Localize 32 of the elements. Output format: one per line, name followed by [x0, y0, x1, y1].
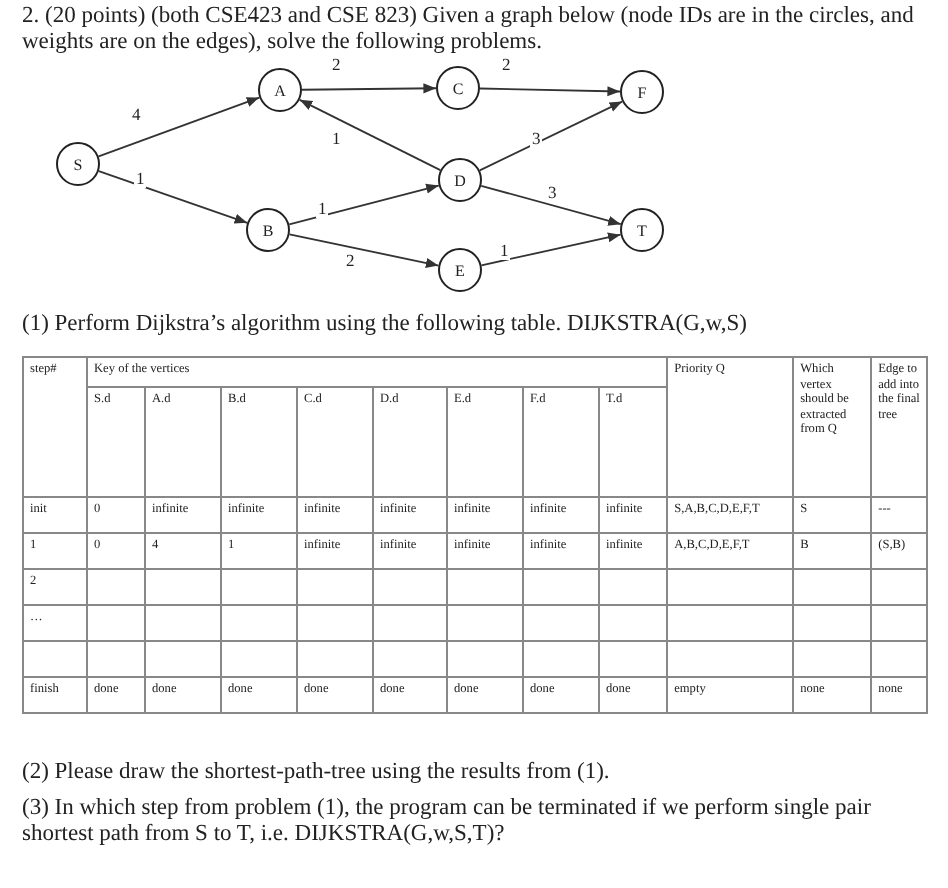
- edge-label: 2: [500, 56, 513, 74]
- edge-label: 1: [330, 130, 343, 148]
- node-circle: C: [436, 66, 480, 110]
- edge-label: 4: [130, 106, 143, 124]
- edge-label: 1: [498, 242, 511, 260]
- edge-label: 1: [134, 170, 147, 188]
- edge-label: 2: [344, 252, 357, 270]
- node-circle: A: [258, 68, 302, 112]
- heading-text: (1) Perform Dijkstra’s algorithm using the following table. DIJKSTRA(G,w,S): [22, 312, 749, 338]
- arrow: [480, 184, 622, 226]
- arrow: [298, 98, 442, 172]
- node-circle: D: [438, 158, 482, 202]
- arrow: [478, 100, 624, 172]
- arrow: [480, 232, 622, 267]
- question-text: (2) Please draw the shortest-path-tree using the results from (1).: [22, 760, 612, 786]
- arrow: [479, 86, 621, 97]
- question-text: 2. (20 points) (both CSE423 and CSE 823) Given a graph below (node IDs are in the circles, and weights are on the edges), solve the following problems.: [22, 4, 916, 56]
- edge-label: 3: [530, 130, 543, 148]
- edge-label: 1: [316, 200, 329, 218]
- node-circle: E: [438, 248, 482, 292]
- edge-label: 3: [546, 184, 559, 202]
- question-text: (3) In which step from problem (1), the program can be terminated if we perform single pair shortest path from S to T, i.e. DIJKSTRA(G,w,S,T)?: [22, 796, 873, 848]
- arrow: [288, 183, 440, 226]
- node-circle: S: [56, 142, 100, 186]
- arrow: [288, 233, 440, 268]
- arrow: [97, 170, 249, 224]
- arrow: [301, 83, 437, 94]
- edge-label: 2: [330, 56, 343, 74]
- node-circle: F: [620, 70, 664, 114]
- node-circle: T: [620, 208, 664, 252]
- node-circle: B: [246, 208, 290, 252]
- arrow: [97, 96, 261, 158]
